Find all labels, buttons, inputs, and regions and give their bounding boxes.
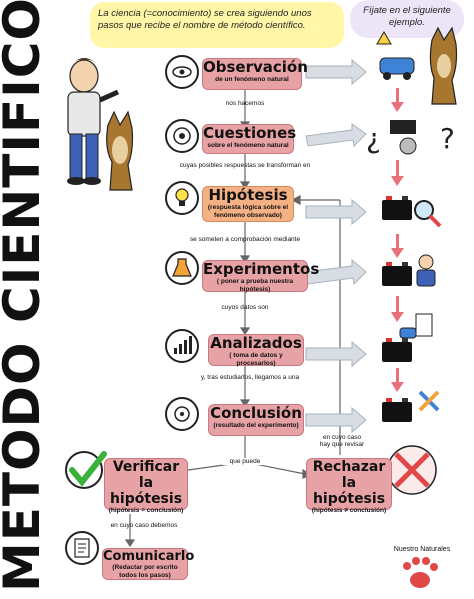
step-hipotesis: Hipótesis (respuesta lógica sobre el fen… <box>202 186 294 222</box>
example-text: Fíjate en el siguiente ejemplo. <box>363 5 451 28</box>
question-marks-icon: ¿ ? <box>366 120 455 155</box>
step-title: Cuestiones <box>203 124 297 142</box>
conclusion-icon <box>174 406 190 422</box>
mechanic-icon <box>416 254 436 287</box>
car-warning-icon <box>376 31 415 80</box>
flask-icon <box>172 258 192 277</box>
battery-icon <box>382 262 412 286</box>
step-subtitle: (Redactar por escrito todos los pasos) <box>112 564 178 579</box>
document-icon <box>74 538 90 558</box>
step-title: Analizados <box>210 334 302 352</box>
connector-label: en cuyo caso debemos <box>110 522 178 529</box>
example-speech-bubble: Fíjate en el siguiente ejemplo. <box>350 0 464 38</box>
step-subtitle: (respuesta lógica sobre el fenómeno obse… <box>207 204 289 219</box>
step-subtitle: (hipótesis ≠ conclusión) <box>311 507 387 514</box>
step-verificar: Verificar la hipótesis (hipótesis = conc… <box>104 458 188 514</box>
check-icon <box>69 451 107 487</box>
step-title: Conclusión <box>210 404 302 422</box>
clipboard-icon <box>399 313 433 339</box>
step-subtitle: sobre el fenómeno natural <box>207 142 289 149</box>
intro-speech-bubble: La ciencia (=conocimiento) se crea sigui… <box>90 2 344 48</box>
step-title: Verificar la hipótesis <box>109 459 183 507</box>
step-rechazar: Rechazar la hipótesis (hipótesis ≠ concl… <box>306 458 392 514</box>
connector-label: nos hacemos <box>225 100 265 107</box>
connector-label: que puede <box>222 458 268 465</box>
step-title: Hipótesis <box>208 186 288 204</box>
eye-icon <box>172 66 192 78</box>
tools-icon <box>418 390 440 412</box>
paw-logo <box>403 557 438 588</box>
connector-label: se someten a comprobación mediante <box>189 236 301 243</box>
battery-icon <box>382 338 412 362</box>
step-subtitle: ( poner a prueba nuestra hipótesis) <box>216 278 294 293</box>
magnifier-icon <box>414 200 442 228</box>
dog-illustration-left <box>106 110 134 191</box>
intro-text: La ciencia (=conocimiento) se crea sigui… <box>98 8 312 31</box>
step-experimentos: Experimentos ( poner a prueba nuestra hi… <box>202 260 320 293</box>
svg-text:¿: ¿ <box>366 122 381 155</box>
student-character-illustration <box>67 58 120 185</box>
logo-text: Nuestro Naturales <box>393 546 451 553</box>
step-analizados: Analizados ( toma de datos y procesarlos… <box>208 334 304 367</box>
svg-text:?: ? <box>440 122 455 155</box>
step-cuestiones: Cuestiones sobre el fenómeno natural <box>202 124 297 154</box>
battery-icon <box>382 196 412 220</box>
bar-chart-icon <box>174 336 192 354</box>
step-comunicarlo: Comunicarlo (Redactar por escrito todos … <box>102 548 195 580</box>
battery-icon <box>382 398 412 422</box>
dog-illustration-right <box>429 26 458 105</box>
connector-label: cuyas posibles respuestas se transforman… <box>179 162 311 169</box>
step-title: Experimentos <box>203 260 320 278</box>
lightbulb-icon <box>175 188 189 206</box>
step-subtitle: (hipótesis = conclusión) <box>108 507 184 514</box>
step-subtitle: ( toma de datos y procesarlos) <box>229 352 283 367</box>
connector-label: y, tras estudiarlos, llegamos a una <box>200 374 300 381</box>
connector-label: cuyos datos son <box>221 304 269 311</box>
step-subtitle: (resultado del experimento) <box>213 422 299 429</box>
step-subtitle: de un fenómeno natural <box>215 76 289 83</box>
step-observacion: Observación de un fenómeno natural <box>202 58 308 90</box>
step-conclusion: Conclusión (resultado del experimento) <box>208 404 304 436</box>
step-title: Rechazar la hipótesis <box>312 459 386 507</box>
step-title: Comunicarlo <box>103 549 195 564</box>
reject-x-icon <box>387 445 437 495</box>
step-title: Observación <box>203 58 308 76</box>
connector-label: en cuyo caso hay que revisar <box>319 434 365 448</box>
head-gears-icon <box>173 127 191 145</box>
